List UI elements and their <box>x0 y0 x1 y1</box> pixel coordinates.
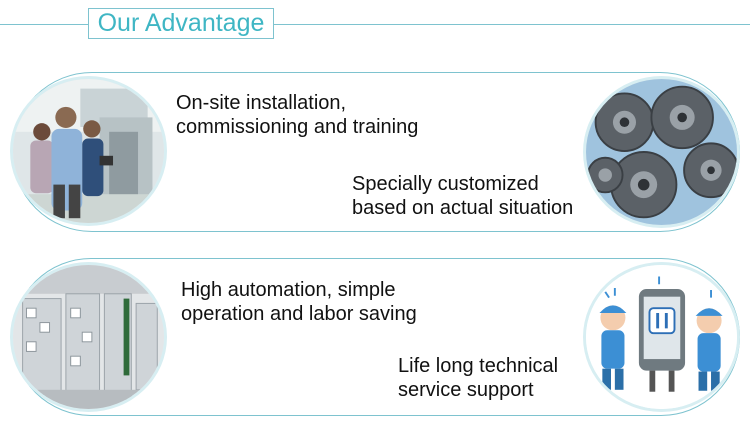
automation-text-line-1: High automation, simple <box>181 279 396 301</box>
header-line-right <box>274 24 750 25</box>
installation-photo <box>10 76 167 226</box>
automation-photo <box>10 262 167 412</box>
customized-text-line-1: Specially customized <box>352 173 539 195</box>
section-title: Our Advantage <box>88 8 274 39</box>
installation-text-line-2: commissioning and training <box>176 116 419 138</box>
installation-text-line-1: On-site installation, <box>176 92 347 114</box>
automation-text-line-2: operation and labor saving <box>181 303 417 325</box>
header-line-left <box>0 24 88 25</box>
service-text-line-2: service support <box>398 379 534 401</box>
customized-text-line-2: based on actual situation <box>352 197 574 219</box>
service-text-line-1: Life long technical <box>398 355 559 377</box>
gears-photo <box>583 76 740 228</box>
service-illustration <box>583 262 740 412</box>
